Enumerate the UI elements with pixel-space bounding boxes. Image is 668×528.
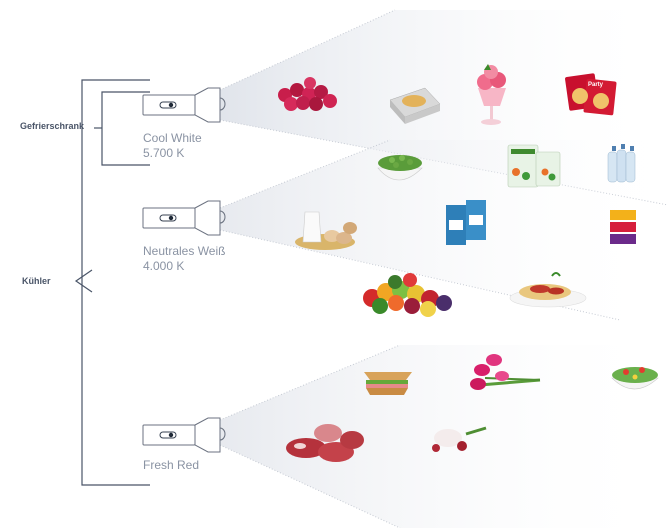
lamp-name: Neutrales Weiß [143,244,226,258]
lamp-name: Fresh Red [143,458,200,472]
beam-edge [219,344,401,421]
beam-edge [219,9,396,91]
beam-neutral-white [220,140,668,330]
milk-and-eggs-image [295,211,357,250]
meat-cuts-image [286,424,364,462]
sandwich-image [364,372,412,395]
frozen-pastry-image [389,87,441,124]
frozen-vegetables-image [507,144,561,188]
beam-edge [219,119,668,206]
cooler-bracket-tip [74,269,93,293]
lamp-cool-white [142,87,226,123]
lamp-label-fresh-red: Fresh Red [143,458,199,473]
svg-text:Party: Party [588,82,604,88]
ice-cream-sundae-image [477,64,506,125]
lamp-label-neutral-white: Neutrales Weiß 4.000 K [143,244,225,274]
sausage-and-herbs-image [432,426,487,452]
fruit-pile-image [363,273,452,317]
lamp-label-cool-white: Cool White 5.700 K [143,131,202,161]
freezer-label: Gefrierschrank [20,121,85,131]
beam-edge [219,229,621,321]
water-bottles-image [607,144,636,183]
party-pizza-image: Party [565,73,617,116]
lamp-temp: 5.700 K [143,146,185,160]
cooler-label: Kühler [22,276,51,286]
spaghetti-image [509,272,587,308]
lamp-neutral-white [142,200,226,236]
beam-edge [219,139,391,209]
tulips-image [470,354,541,390]
lamp-temp: 4.000 K [143,259,185,273]
cooler-bracket [81,79,150,486]
juice-cups-image [610,210,636,244]
beam-edge [219,444,401,528]
peas-bowl-image [377,155,423,181]
salad-image [611,367,659,390]
lamp-name: Cool White [143,131,202,145]
raspberries-image [278,77,337,111]
milk-cartons-image [446,200,486,245]
lamp-fresh-red [142,417,226,453]
